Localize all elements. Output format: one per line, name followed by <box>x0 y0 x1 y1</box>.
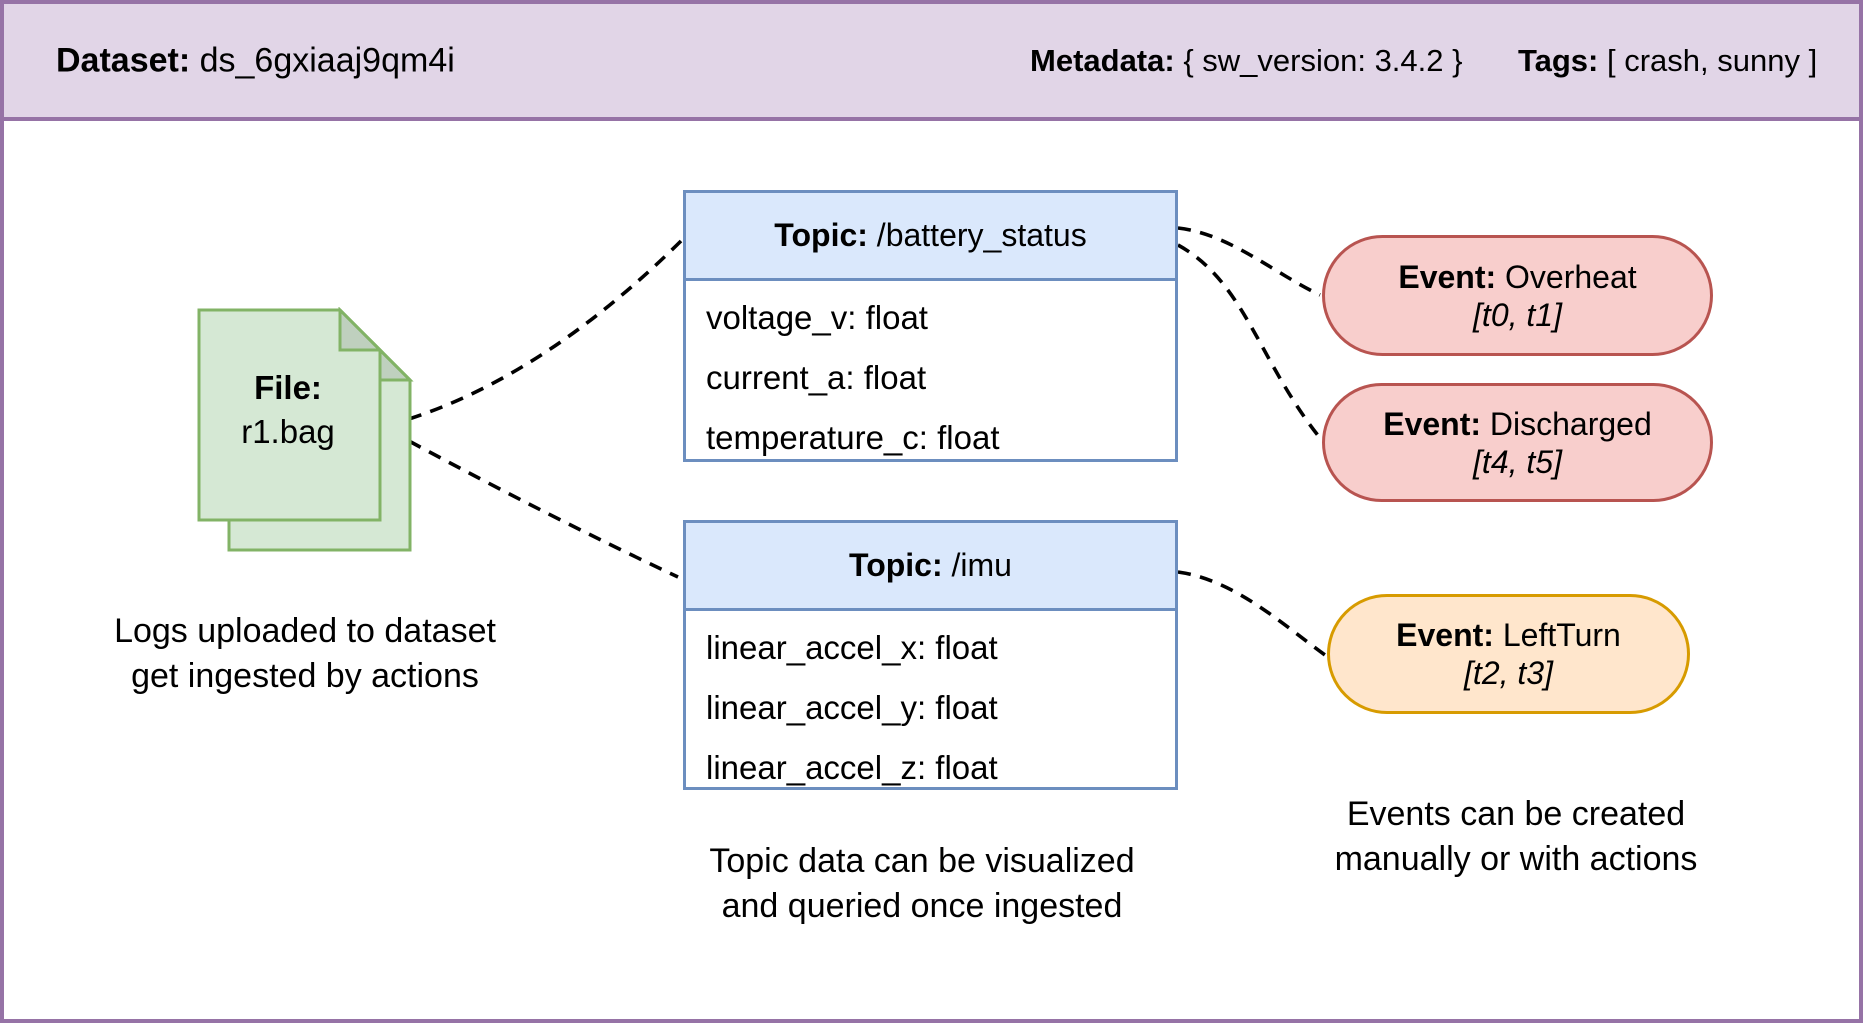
topic-field: linear_accel_z: float <box>706 749 998 786</box>
topic-imu-fields: linear_accel_x: float linear_accel_y: fl… <box>686 611 1175 798</box>
topic-field: linear_accel_x: float <box>706 629 998 666</box>
file-name: r1.bag <box>241 413 335 450</box>
event-leftturn-title: Event: LeftTurn <box>1396 616 1621 654</box>
event-name: LeftTurn <box>1493 617 1621 653</box>
topics-caption-line1: Topic data can be visualized <box>709 842 1135 880</box>
file-caption-line1: Logs uploaded to dataset <box>114 612 496 650</box>
event-node-discharged: Event: Discharged [t4, t5] <box>1322 383 1713 502</box>
event-label: Event: <box>1398 258 1497 295</box>
topic-field: linear_accel_y: float <box>706 689 998 726</box>
dataset-title: Dataset: ds_6gxiaaj9qm4i <box>56 41 455 80</box>
topic-node-imu: Topic: /imu linear_accel_x: float linear… <box>683 520 1178 790</box>
metadata-field: Metadata: { sw_version: 3.4.2 } <box>1030 43 1462 79</box>
event-leftturn-range: [t2, t3] <box>1464 655 1553 691</box>
topic-battery-title-label: Topic: <box>774 217 868 253</box>
edge-battery-to-discharged-event <box>1177 243 1322 440</box>
metadata-value: { sw_version: 3.4.2 } <box>1174 42 1463 78</box>
tags-label: Tags: <box>1518 42 1599 78</box>
file-label: File: <box>254 369 322 406</box>
file-caption-line2: get ingested by actions <box>131 657 479 695</box>
event-discharged-range: [t4, t5] <box>1473 443 1562 480</box>
file-caption: Logs uploaded to dataset get ingested by… <box>90 609 520 699</box>
event-name: Overheat <box>1496 258 1637 295</box>
event-discharged-title: Event: Discharged <box>1383 405 1652 443</box>
dataset-value: ds_6gxiaaj9qm4i <box>190 41 455 79</box>
event-overheat-title: Event: Overheat <box>1398 258 1636 296</box>
stacked-documents-icon <box>197 307 414 552</box>
edge-imu-to-leftturn-event <box>1177 570 1327 657</box>
event-overheat-range: [t0, t1] <box>1473 296 1562 333</box>
topic-field: temperature_c: float <box>706 419 1000 456</box>
dataset-header-bar: Dataset: ds_6gxiaaj9qm4i Metadata: { sw_… <box>4 4 1859 121</box>
events-caption-line2: manually or with actions <box>1334 840 1698 878</box>
topic-imu-title: Topic: /imu <box>686 523 1175 611</box>
event-name: Discharged <box>1481 405 1652 442</box>
event-node-overheat: Event: Overheat [t0, t1] <box>1322 235 1713 356</box>
topic-battery-fields: voltage_v: float current_a: float temper… <box>686 281 1175 468</box>
events-caption-line1: Events can be created <box>1346 795 1686 833</box>
tags-value: [ crash, sunny ] <box>1598 42 1818 78</box>
edge-file-to-battery-topic <box>408 239 683 421</box>
events-caption: Events can be created manually or with a… <box>1292 792 1740 882</box>
topic-battery-title: Topic: /battery_status <box>686 193 1175 281</box>
metadata-label: Metadata: <box>1030 42 1175 78</box>
topic-imu-title-value: /imu <box>942 547 1012 583</box>
topic-imu-title-label: Topic: <box>849 547 943 583</box>
dataset-label: Dataset: <box>56 41 191 79</box>
tags-field: Tags: [ crash, sunny ] <box>1518 43 1817 79</box>
event-label: Event: <box>1383 405 1482 442</box>
event-node-leftturn: Event: LeftTurn [t2, t3] <box>1327 594 1690 714</box>
edge-battery-to-overheat-event <box>1177 226 1321 297</box>
topic-node-battery-status: Topic: /battery_status voltage_v: float … <box>683 190 1178 462</box>
topics-caption-line2: and queried once ingested <box>721 887 1123 925</box>
topic-field: voltage_v: float <box>706 299 928 336</box>
topics-caption: Topic data can be visualized and queried… <box>668 839 1176 929</box>
file-node: File: r1.bag <box>196 366 380 454</box>
topic-battery-title-value: /battery_status <box>867 217 1087 253</box>
topic-field: current_a: float <box>706 359 927 396</box>
edge-file-to-imu-topic <box>408 439 679 579</box>
event-label: Event: <box>1396 617 1494 653</box>
